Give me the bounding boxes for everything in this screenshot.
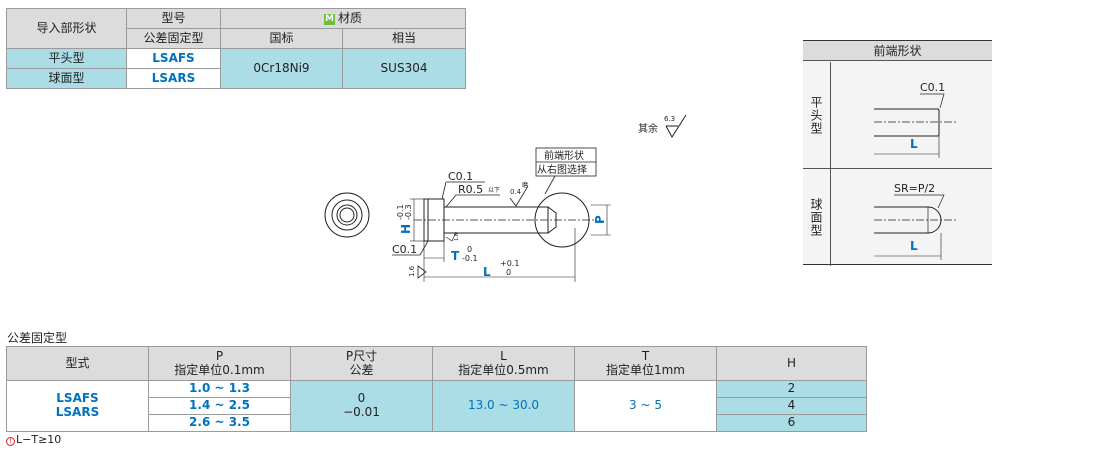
tip-ball-label: 球面型 bbox=[803, 169, 831, 266]
roughness-small-symbol bbox=[445, 231, 457, 242]
callout-line2: 从右图选择 bbox=[537, 163, 587, 176]
ball-l-label: L bbox=[910, 239, 918, 253]
roughness-mid-value: 0.4 bbox=[510, 188, 522, 196]
roughness-under-value: 1.6 bbox=[408, 265, 416, 277]
roughness-small-value: 1.6 bbox=[454, 233, 460, 241]
chamfer-bottom-label: C0.1 bbox=[392, 243, 417, 256]
h-value-3: 6 bbox=[716, 414, 867, 432]
chamfer-top-label: C0.1 bbox=[448, 170, 473, 183]
material-equiv-value: SUS304 bbox=[341, 48, 467, 89]
tip-panel-title: 前端形状 bbox=[803, 41, 992, 61]
roughness-other-symbol bbox=[665, 114, 687, 138]
header-shape: 导入部形状 bbox=[6, 8, 127, 49]
h-label: H bbox=[399, 224, 413, 234]
h-tol-bottom: -0.3 bbox=[404, 204, 413, 220]
pin-drawing: 其余 6.3 前端形状 从右图选择 C0.1 R0.5 以下 0.4 磨 H -… bbox=[324, 114, 687, 282]
h-value-2: 4 bbox=[716, 397, 867, 415]
row-shape-flat: 平头型 bbox=[6, 48, 127, 69]
roughness-under-symbol bbox=[417, 265, 427, 279]
callout-line1: 前端形状 bbox=[544, 149, 584, 162]
pin-side-view bbox=[414, 192, 595, 248]
h-tol-top: -0.1 bbox=[396, 204, 405, 220]
l-tol-top: +0.1 bbox=[500, 259, 519, 268]
flat-chamfer-label: C0.1 bbox=[920, 81, 945, 94]
material-gb-value: 0Cr18Ni9 bbox=[220, 48, 343, 89]
spec-table-title: 公差固定型 bbox=[7, 331, 68, 345]
col-type: 型式 bbox=[6, 346, 149, 381]
ball-radius-label: SR=P/2 bbox=[894, 182, 935, 195]
material-icon: M bbox=[324, 13, 335, 25]
tip-flat-drawing: C0.1 L bbox=[874, 81, 958, 158]
t-range: 3 ~ 5 bbox=[574, 380, 717, 432]
p-label: P bbox=[593, 215, 607, 224]
roughness-mid-note: 磨 bbox=[522, 181, 528, 189]
l-tol-bottom: 0 bbox=[506, 268, 511, 277]
warning-icon: ! bbox=[6, 437, 15, 446]
radius-note: 以下 bbox=[488, 187, 500, 194]
flat-l-label: L bbox=[910, 137, 918, 151]
p-range-2: 1.4 ~ 2.5 bbox=[148, 397, 291, 415]
col-h: H bbox=[716, 346, 867, 381]
p-range-1: 1.0 ~ 1.3 bbox=[148, 380, 291, 398]
roughness-other-value: 6.3 bbox=[664, 115, 675, 123]
header-material-label: 材质 bbox=[338, 10, 363, 25]
row-code-lsafs[interactable]: LSAFS bbox=[126, 48, 221, 69]
col-p-tolerance: P尺寸公差 bbox=[290, 346, 433, 381]
h-value-1: 2 bbox=[716, 380, 867, 398]
header-gb: 国标 bbox=[220, 28, 343, 49]
t-tol-bottom: -0.1 bbox=[462, 254, 478, 263]
header-model: 型号 bbox=[126, 8, 221, 29]
tip-flat-label: 平头型 bbox=[803, 62, 831, 168]
row-code-lsars[interactable]: LSARS bbox=[126, 68, 221, 89]
t-label: T bbox=[451, 249, 460, 263]
tip-shape-panel: 前端形状 平头型 球面型 C0.1 L SR=P/2 L bbox=[803, 40, 992, 266]
header-equiv: 相当 bbox=[341, 28, 467, 49]
roughness-other-label: 其余 bbox=[638, 122, 658, 135]
note-text: L−T≥10 bbox=[16, 433, 62, 446]
l-label: L bbox=[483, 265, 491, 279]
p-range-3: 2.6 ~ 3.5 bbox=[148, 414, 291, 432]
t-tol-top: 0 bbox=[467, 245, 472, 254]
end-view bbox=[324, 192, 370, 238]
roughness-mid-symbol bbox=[509, 185, 529, 207]
row-shape-ball: 球面型 bbox=[6, 68, 127, 89]
l-range: 13.0 ~ 30.0 bbox=[432, 380, 575, 432]
radius-label: R0.5 bbox=[458, 183, 483, 196]
header-model-sub: 公差固定型 bbox=[126, 28, 221, 49]
constraint-note: !L−T≥10 bbox=[6, 433, 61, 446]
p-tolerance-value: 0−0.01 bbox=[290, 380, 433, 432]
tip-detail-circle bbox=[534, 192, 590, 248]
tip-ball-drawing: SR=P/2 L bbox=[874, 182, 958, 260]
